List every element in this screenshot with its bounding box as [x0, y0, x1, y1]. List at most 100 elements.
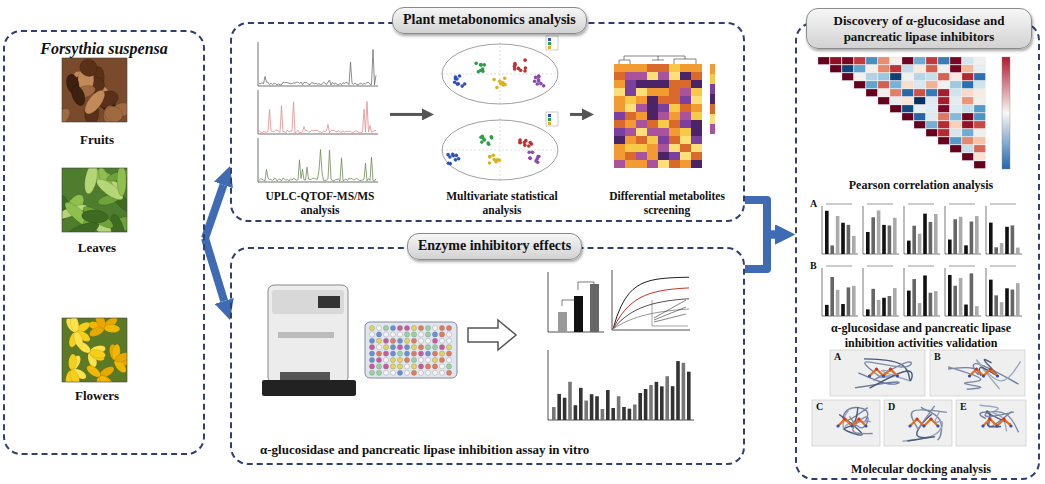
- well-plate: [418, 338, 423, 343]
- well-plate: [432, 345, 437, 350]
- score-plot: [513, 67, 517, 71]
- heatmap: [691, 152, 702, 160]
- heatmap: [669, 144, 680, 152]
- heatmap: [658, 104, 669, 112]
- docking-pose: [882, 374, 885, 377]
- validation-bars: [994, 295, 998, 316]
- correlation-matrix: [842, 57, 853, 64]
- well-plate: [411, 351, 416, 356]
- docking-pose: [1009, 424, 1012, 427]
- correlation-matrix: [950, 105, 961, 112]
- score-plot: [486, 141, 490, 145]
- docking-pose: [975, 367, 978, 370]
- heatmap: [647, 112, 658, 120]
- validation-bars: [822, 206, 858, 254]
- well-plate: [439, 332, 444, 337]
- well-plate: [418, 357, 423, 362]
- correlation-matrix: [902, 97, 913, 104]
- inhibition-chart: [548, 270, 694, 420]
- validation-bars: [945, 268, 981, 316]
- validation-bars: [945, 206, 981, 254]
- heatmap: [710, 94, 715, 104]
- score-plot: [500, 42, 501, 106]
- heatmap: [658, 88, 669, 96]
- well-plate: [397, 357, 402, 362]
- heatmap: [658, 64, 669, 72]
- well-plate: [446, 351, 451, 356]
- heatmap: [691, 64, 702, 72]
- correlation-matrix: [878, 97, 889, 104]
- heatmap: [614, 96, 625, 104]
- heatmap: [691, 136, 702, 144]
- correlation-matrix: [950, 113, 961, 120]
- heatmap: [614, 152, 625, 160]
- validation-bars: [1016, 283, 1020, 316]
- microplate-reader: [272, 290, 344, 314]
- score-plot: [479, 63, 483, 67]
- well-plate: [439, 338, 444, 343]
- heatmap: [614, 64, 625, 72]
- correlation-matrix: [914, 97, 925, 104]
- heatmap: [691, 96, 702, 104]
- method-step: Multivariate statistical analysis: [434, 38, 570, 220]
- inhibition-chart: [574, 296, 583, 332]
- heatmap: [658, 72, 669, 80]
- validation-bars: [830, 245, 834, 254]
- correlation-matrix: [1002, 57, 1010, 169]
- score-plot: [523, 58, 527, 62]
- heatmap: [680, 120, 691, 128]
- correlation-matrix: [950, 73, 961, 80]
- validation-bars: [908, 266, 934, 267]
- correlation-matrix: [938, 113, 949, 120]
- method-step: Differential metabolites screening: [594, 38, 740, 220]
- score-plot: [539, 82, 543, 86]
- flow-arrow: [745, 235, 775, 270]
- heatmap: [691, 72, 702, 80]
- heatmap: [680, 112, 691, 120]
- correlation-matrix: [962, 89, 973, 96]
- heatmap: [636, 112, 647, 120]
- correlation-matrix: [938, 97, 949, 104]
- heatmap: [658, 152, 669, 160]
- correlation-matrix: [950, 89, 961, 96]
- well-plate: [404, 351, 409, 356]
- well-plate: [390, 338, 395, 343]
- validation-bars: [975, 216, 979, 254]
- inhibition-chart: [613, 299, 689, 329]
- validation-bars: [990, 204, 1016, 205]
- heatmap: [669, 72, 680, 80]
- heatmap: [691, 88, 702, 96]
- validation-bars: [1011, 225, 1015, 254]
- validation-bars: [986, 268, 1022, 316]
- score-plot: [488, 161, 492, 165]
- heatmap: [619, 56, 696, 64]
- well-plate: [383, 338, 388, 343]
- inhibition-chart: [595, 396, 599, 420]
- docking-pose: [864, 359, 912, 388]
- score-plot: [518, 140, 522, 144]
- docking-pose: [968, 374, 971, 377]
- well-plate: [390, 370, 395, 375]
- validation-bars: [871, 289, 875, 316]
- correlation-matrix: [914, 81, 925, 88]
- well-plate: [397, 364, 402, 369]
- score-plot: [533, 80, 537, 84]
- well-plate: [376, 325, 381, 330]
- score-plot: [528, 156, 532, 160]
- inhibition-chart: [633, 404, 637, 420]
- well-plate: [404, 332, 409, 337]
- heatmap: [647, 152, 658, 160]
- correlation-matrix: [938, 81, 949, 88]
- well-plate: [418, 370, 423, 375]
- validation-bars: [836, 216, 840, 254]
- correlation-matrix: [842, 65, 853, 72]
- correlation-matrix: [950, 57, 961, 64]
- score-plot: [501, 82, 505, 86]
- well-plate: [446, 338, 451, 343]
- correlation-matrix: [962, 129, 973, 136]
- well-plate: [369, 357, 374, 362]
- inhibition-chart: [660, 386, 664, 420]
- score-plot: [524, 139, 528, 143]
- validation-bars: [948, 275, 952, 316]
